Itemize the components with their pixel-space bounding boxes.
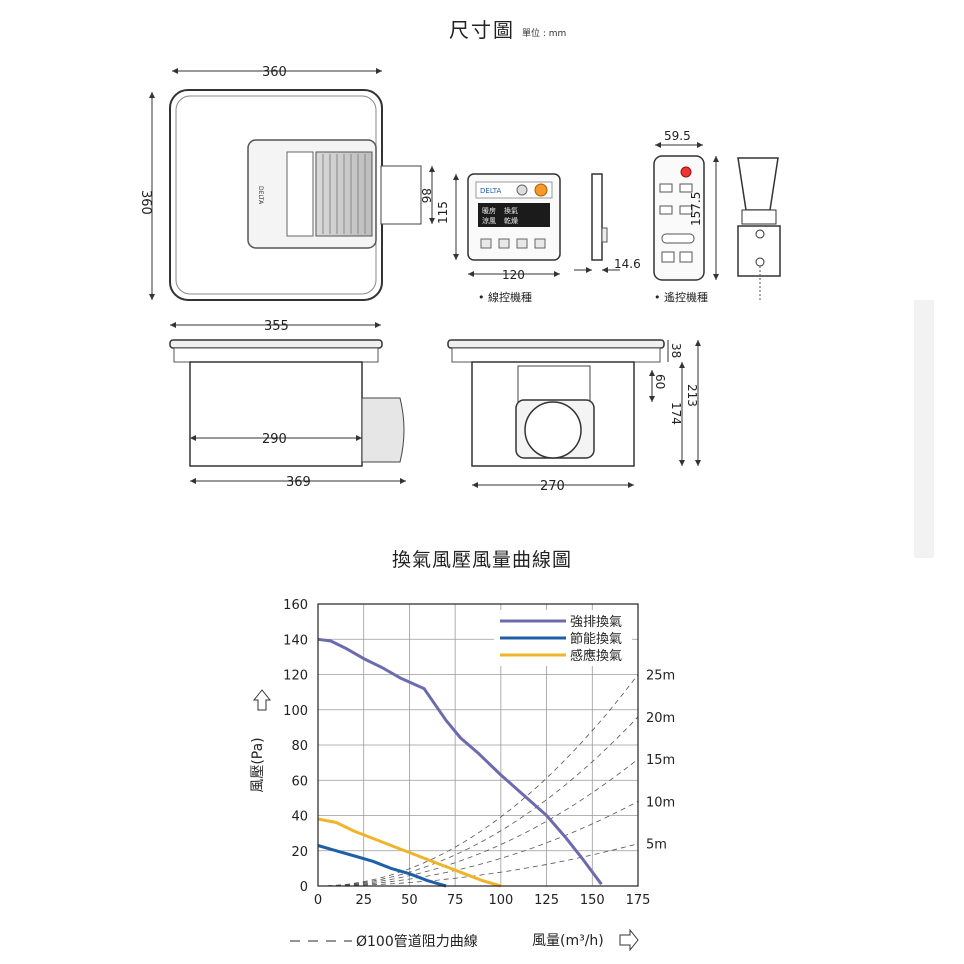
dim-front-inner: 290 <box>262 432 287 447</box>
side-view: 270 38 60 174 213 <box>447 339 701 494</box>
dim-remote-height: 157.5 <box>689 192 703 226</box>
chart-ticks: 0 25 50 75 100 125 150 175 0 20 40 60 80 100 120 140 160 <box>283 598 650 908</box>
resistance-curve-label: 15m <box>646 753 675 768</box>
dim-side-body: 174 <box>669 402 683 425</box>
x-axis-label: 風量(m³/h) <box>532 933 604 949</box>
resistance-curve-label: 25m <box>646 669 675 684</box>
top-view: 360 360 DELTA 86 <box>138 65 435 301</box>
wired-panel-drawing: DELTA 暖房 換氣 涼風 乾燥 115 120 14.6 • 線控機種 <box>436 173 641 304</box>
x-tick-label: 75 <box>447 893 464 908</box>
series-line <box>317 637 603 886</box>
y-tick-label: 40 <box>291 810 308 825</box>
series-line <box>317 817 502 888</box>
dim-panel-depth: 14.6 <box>614 257 641 271</box>
x-tick-label: 0 <box>314 893 322 908</box>
x-tick-label: 100 <box>488 893 513 908</box>
y-tick-label: 160 <box>283 598 308 613</box>
dim-front-total: 369 <box>286 475 311 490</box>
y-tick-label: 0 <box>300 880 308 895</box>
dim-side-duct: 86 <box>419 188 433 203</box>
remote-model-caption: • 遙控機種 <box>654 290 708 304</box>
chart-series <box>317 637 603 888</box>
up-arrow-icon <box>252 689 272 711</box>
dimension-drawings: 360 360 DELTA 86 DELTA 暖房 換氣 涼風 乾燥 <box>138 65 781 494</box>
edge-scroll-strip <box>914 300 934 558</box>
unit-label: 單位 : mm <box>522 29 567 39</box>
resistance-curves: 5m 10m 15m 20m 25m <box>317 669 675 887</box>
dim-remote-width: 59.5 <box>664 129 691 143</box>
resistance-curve-label: 10m <box>646 795 675 810</box>
svg-text:DELTA: DELTA <box>480 187 501 195</box>
dim-side-duct-offset: 60 <box>653 374 667 389</box>
x-tick-label: 175 <box>626 893 651 908</box>
y-tick-label: 60 <box>291 774 308 789</box>
resistance-legend-label: Ø100管道阻力曲線 <box>356 934 478 950</box>
legend-sensor: 感應換氣 <box>570 648 622 664</box>
panel-brand: DELTA <box>257 186 264 205</box>
resistance-curve-label: 5m <box>646 838 667 853</box>
svg-text:暖房: 暖房 <box>482 206 496 215</box>
svg-text:乾燥: 乾燥 <box>504 216 518 225</box>
resistance-curve-label: 20m <box>646 711 675 726</box>
chart-legend: 強排換氣 節能換氣 感應換氣 <box>494 610 632 666</box>
dim-top-height: 360 <box>138 190 153 215</box>
y-axis-label: 風壓(Pa) <box>250 737 266 792</box>
dim-panel-height: 115 <box>436 201 450 224</box>
svg-text:涼風: 涼風 <box>482 216 496 225</box>
dim-panel-width: 120 <box>502 268 525 282</box>
dim-side-total: 213 <box>685 384 699 407</box>
resistance-curve <box>317 716 639 887</box>
y-tick-label: 80 <box>291 739 308 754</box>
remote-drawing: 59.5 157.5 • 遙控機種 <box>653 129 781 304</box>
y-tick-label: 140 <box>283 633 308 648</box>
series-line <box>317 844 447 888</box>
dim-front-width: 355 <box>264 319 289 334</box>
x-tick-label: 50 <box>401 893 418 908</box>
y-tick-label: 20 <box>291 845 308 860</box>
sheet-title: 尺寸圖 <box>449 18 515 42</box>
svg-text:換氣: 換氣 <box>504 206 518 215</box>
right-arrow-icon <box>619 928 639 952</box>
x-tick-label: 25 <box>355 893 372 908</box>
y-tick-label: 100 <box>283 704 308 719</box>
chart-title: 換氣風壓風量曲線圖 <box>391 549 572 571</box>
front-view: 355 290 369 <box>169 319 406 490</box>
legend-eco: 節能換氣 <box>570 632 622 647</box>
dim-top-width: 360 <box>262 65 287 80</box>
wired-model-caption: • 線控機種 <box>478 290 532 304</box>
resistance-curve <box>317 801 639 887</box>
dim-side-flange: 38 <box>669 343 683 358</box>
legend-strong: 強排換氣 <box>570 615 622 630</box>
x-tick-label: 125 <box>534 893 559 908</box>
resistance-curve <box>317 758 639 887</box>
dim-side-width: 270 <box>540 479 565 494</box>
y-tick-label: 120 <box>283 669 308 684</box>
x-tick-label: 150 <box>580 893 605 908</box>
